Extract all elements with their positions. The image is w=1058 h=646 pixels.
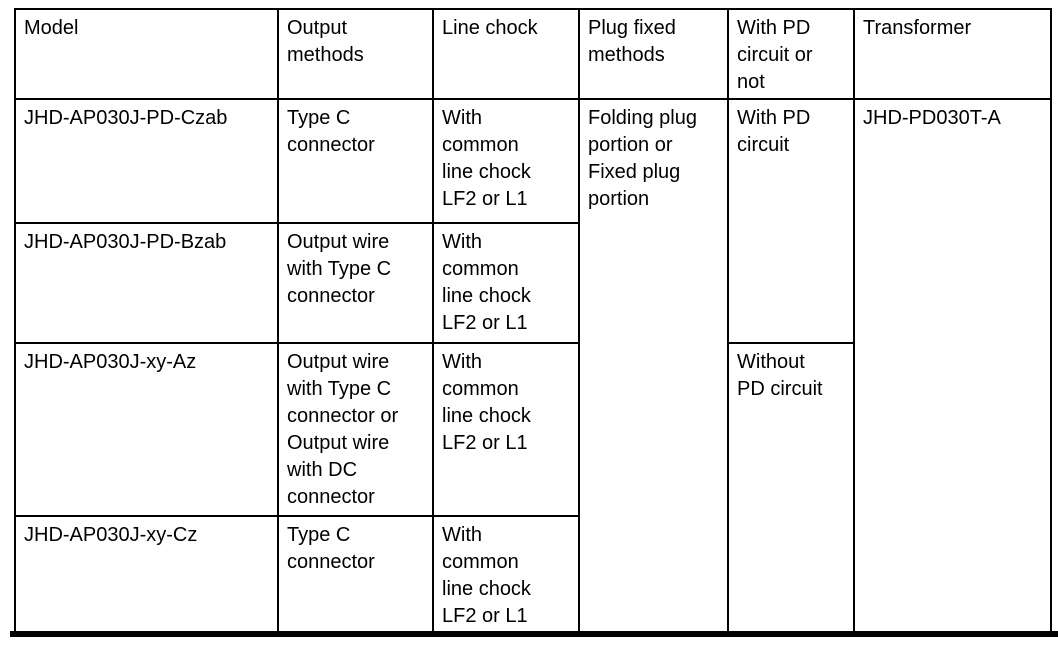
header-row: Model Output methods Line chock Plug fix… (14, 8, 1052, 100)
cell-line-chock: With common line chock LF2 or L1 (432, 515, 580, 634)
cell-transformer: JHD-PD030T-A (853, 98, 1052, 634)
cell-line-chock: With common line chock LF2 or L1 (432, 342, 580, 517)
cell-with-pd-circuit: With PD circuit (727, 98, 855, 344)
cell-model: JHD-AP030J-xy-Az (14, 342, 279, 517)
cell-output-methods: Output wire with Type C connector (277, 222, 434, 344)
cell-line-chock: With common line chock LF2 or L1 (432, 222, 580, 344)
header-cell-plug-fixed-methods: Plug fixed methods (578, 8, 729, 100)
header-cell-model: Model (14, 8, 279, 100)
cell-line-chock: With common line chock LF2 or L1 (432, 98, 580, 224)
cell-output-methods: Output wire with Type C connector or Out… (277, 342, 434, 517)
bottom-rule (10, 631, 1058, 637)
header-cell-line-chock: Line chock (432, 8, 580, 100)
table-row: JHD-AP030J-xy-Cz Type C connector With c… (14, 515, 1051, 634)
cell-plug-fixed-methods: Folding plug portion or Fixed plug porti… (578, 98, 729, 634)
header-cell-pd-circuit: With PD circuit or not (727, 8, 855, 100)
header-cell-transformer: Transformer (853, 8, 1052, 100)
header-cell-output-methods: Output methods (277, 8, 434, 100)
spec-table: Model Output methods Line chock Plug fix… (14, 8, 1052, 634)
cell-model: JHD-AP030J-xy-Cz (14, 515, 279, 634)
cell-model: JHD-AP030J-PD-Czab (14, 98, 279, 224)
cell-output-methods: Type C connector (277, 98, 434, 224)
table-row: JHD-AP030J-PD-Czab Type C connector With… (14, 98, 1052, 634)
cell-output-methods: Type C connector (277, 515, 434, 634)
cell-without-pd-circuit: Without PD circuit (727, 342, 855, 634)
table-row: JHD-AP030J-PD-Bzab Output wire with Type… (14, 222, 1051, 344)
cell-model: JHD-AP030J-PD-Bzab (14, 222, 279, 344)
